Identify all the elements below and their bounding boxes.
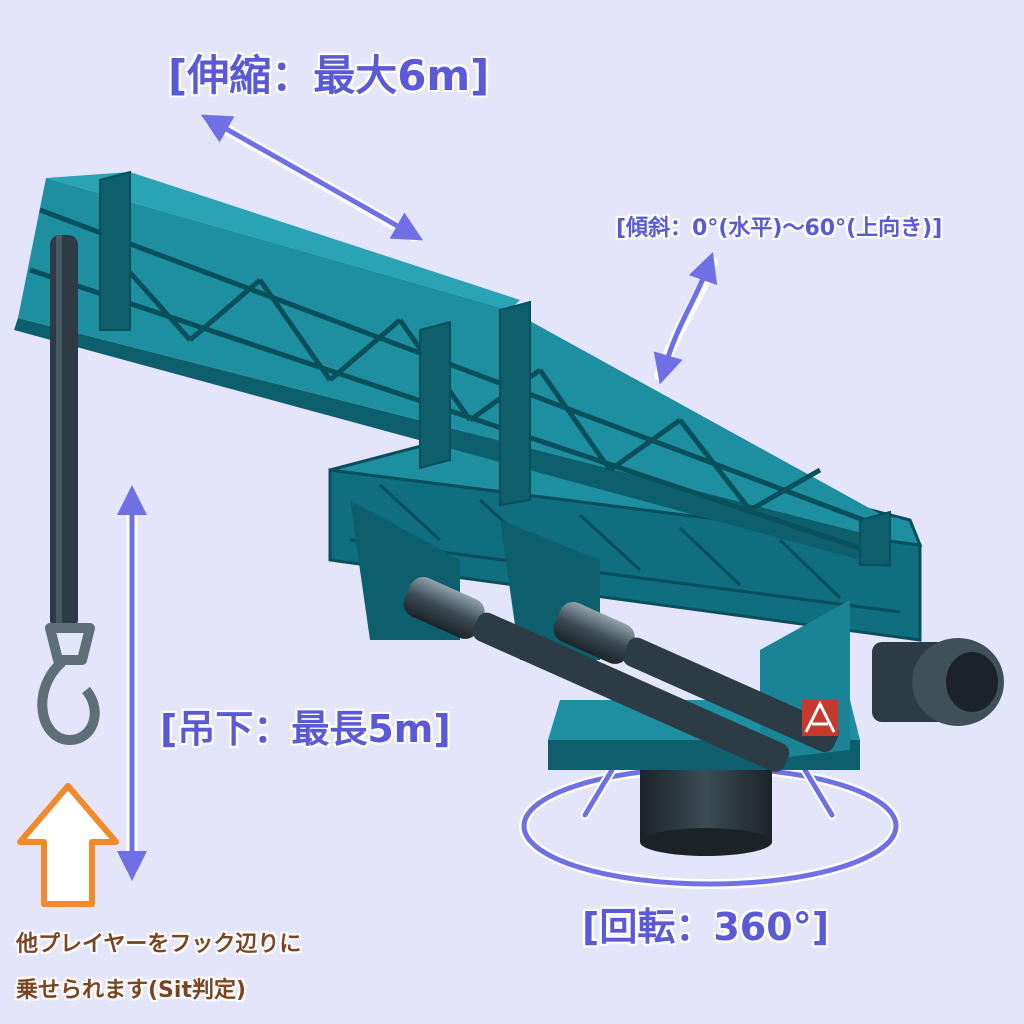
tilt-arrow-icon [653, 251, 718, 385]
tilt-label: [傾斜：0°(水平)〜60°(上向き)] [616, 216, 943, 241]
extend-label: [伸縮：最大6m] [168, 51, 490, 100]
winch-drum [872, 638, 1004, 726]
hydraulic-cylinders [403, 576, 839, 772]
rotate-label: [回転：360°] [582, 905, 830, 949]
emblem-icon [802, 700, 838, 736]
telescopic-boom [14, 170, 900, 568]
sit-note-line1: 他プレイヤーをフック辺りに [16, 932, 302, 957]
hang-label: [吊下：最長5m] [160, 707, 451, 751]
sit-note-line2: 乗せられます(Sit判定) [16, 978, 247, 1003]
sit-note: 他プレイヤーをフック辺りに 乗せられます(Sit判定) [16, 922, 301, 1014]
sit-arrow-icon [17, 783, 119, 907]
hook-icon [37, 623, 100, 745]
hoist-cable [50, 235, 78, 630]
extend-arrow-icon [200, 114, 424, 242]
